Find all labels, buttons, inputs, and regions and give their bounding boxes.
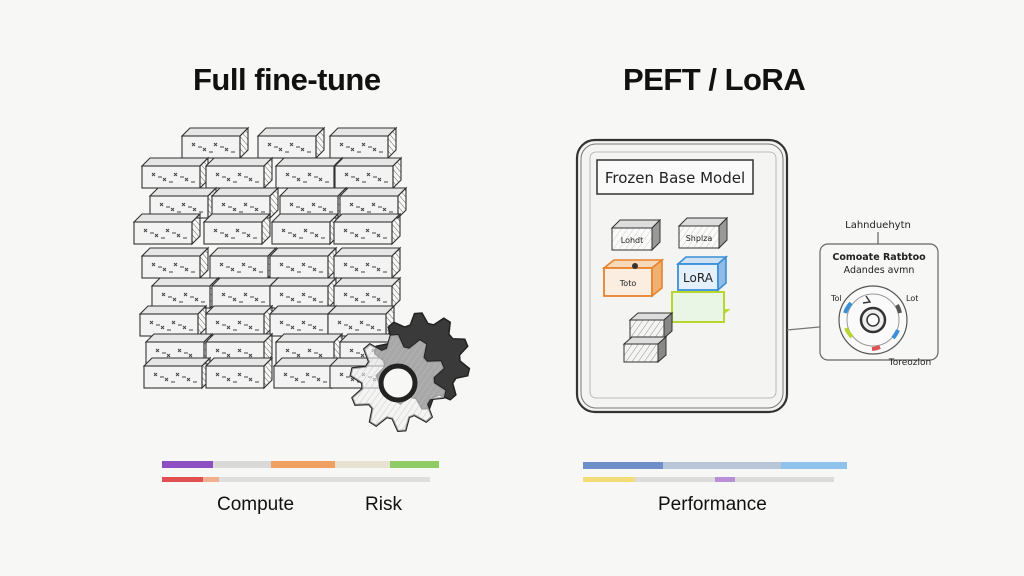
full-finetune-title: Full fine-tune	[193, 62, 381, 97]
right-bottom-bar-seg-2	[635, 477, 715, 482]
parameter-block	[138, 304, 208, 338]
small-box-2: Shplza	[677, 216, 729, 250]
parameter-block	[328, 126, 398, 160]
side-widget-right-tick: Lot	[906, 294, 918, 303]
parameter-block	[326, 304, 396, 338]
lora-adapter-orange: Toto	[601, 258, 665, 298]
small-box-2-label: Shplza	[686, 234, 713, 243]
parameter-block	[204, 356, 274, 390]
left-bottom-bar-seg-3	[219, 477, 430, 482]
parameter-block	[132, 212, 202, 246]
side-widget-top-label: Lahnduehytn	[845, 220, 911, 231]
lora-label: LoRA	[683, 271, 714, 285]
parameter-block	[332, 276, 402, 310]
left-top-bar-seg-3	[271, 461, 335, 468]
left-top-bar-seg-5	[390, 461, 439, 468]
parameter-block	[268, 304, 338, 338]
parameter-block	[270, 212, 340, 246]
parameter-block	[204, 304, 274, 338]
side-widget-left-tick: Tol	[830, 294, 842, 303]
lora-adapter-blue: LoRA	[669, 255, 731, 323]
small-box-1: Lohdt	[610, 218, 662, 252]
parameter-block	[204, 156, 274, 190]
left-bottom-bar-seg-2	[203, 477, 219, 482]
frozen-base-model-panel: Frozen Base Model Lohdt Shplza	[575, 138, 831, 414]
parameter-block	[332, 246, 402, 280]
right-top-bar-seg-2	[663, 462, 781, 469]
side-widget-line1: Comoate Ratbtoo	[832, 252, 926, 263]
parameter-block	[140, 246, 210, 280]
side-widget: Lahnduehytn Comoate Ratbtoo Adandes avmn…	[819, 220, 939, 368]
parameter-block	[333, 156, 403, 190]
parameter-block	[274, 156, 344, 190]
parameter-block	[332, 212, 402, 246]
right-top-bar-seg-3	[781, 462, 847, 469]
parameter-block	[268, 246, 338, 280]
left-top-bar-seg-1	[162, 461, 213, 468]
parameter-block	[208, 246, 278, 280]
small-block-stack	[622, 311, 674, 364]
peft-lora-title: PEFT / LoRA	[623, 62, 806, 97]
frozen-base-model-label-box	[596, 159, 754, 195]
parameter-block	[268, 276, 338, 310]
right-top-bar-seg-1	[583, 462, 663, 469]
side-widget-bottom-label: Toreozlon	[888, 358, 931, 368]
performance-label: Performance	[658, 494, 767, 515]
dial-icon	[838, 285, 908, 355]
right-bottom-bar-seg-4	[735, 477, 834, 482]
frozen-base-model-label: Frozen Base Model	[605, 169, 745, 187]
risk-label: Risk	[365, 494, 402, 515]
parameter-block	[256, 126, 326, 160]
parameter-block	[210, 276, 280, 310]
parameter-block	[150, 276, 220, 310]
parameter-block	[148, 186, 218, 220]
small-box-3-label: Toto	[619, 279, 637, 288]
left-bottom-bar-seg-1	[162, 477, 203, 482]
small-box-1-label: Lohdt	[621, 236, 644, 245]
compute-label: Compute	[217, 494, 295, 515]
left-top-bar-seg-4	[335, 461, 390, 468]
parameter-block	[142, 356, 212, 390]
left-top-bar-seg-2	[213, 461, 271, 468]
right-bottom-bar-seg-1	[583, 477, 635, 482]
parameter-block	[180, 126, 250, 160]
parameter-block	[202, 212, 272, 246]
side-widget-line2: Adandes avmn	[844, 265, 915, 276]
right-bottom-bar-seg-3	[715, 477, 735, 482]
gear-icon	[349, 312, 471, 433]
parameter-block	[140, 156, 210, 190]
